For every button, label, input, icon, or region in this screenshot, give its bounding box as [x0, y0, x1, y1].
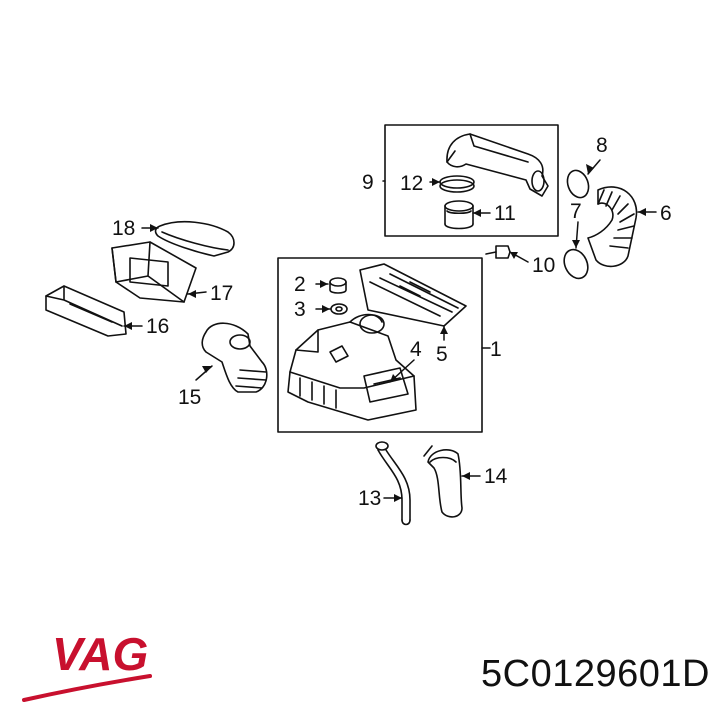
bracket-housing-part-17 [111, 241, 197, 303]
callout-11: 11 [494, 202, 516, 225]
callout-1: 1 [490, 338, 502, 361]
vag-logo: VAG [22, 628, 152, 702]
callout-6: 6 [660, 202, 672, 225]
hose-part-14 [423, 445, 463, 518]
callout-13: 13 [358, 487, 381, 510]
grommet-part-3 [330, 303, 348, 315]
lid-part-5 [359, 263, 467, 327]
clamp-part-12 [439, 175, 475, 193]
vag-logo-text: VAG [52, 628, 148, 680]
callout-17: 17 [210, 282, 233, 305]
callout-15: 15 [178, 386, 201, 409]
clamp-part-8 [566, 169, 590, 199]
cover-part-18 [154, 220, 235, 257]
callout-3: 3 [294, 298, 306, 321]
callout-8: 8 [596, 134, 608, 157]
callout-4: 4 [410, 338, 422, 361]
clamp-part-7 [563, 248, 589, 280]
drain-tube-part-13 [375, 441, 411, 526]
callout-7: 7 [570, 200, 582, 223]
callout-18: 18 [112, 217, 135, 240]
callout-10: 10 [532, 254, 555, 277]
elbow-hose-part-15 [201, 322, 268, 393]
callout-9: 9 [362, 171, 374, 194]
part-number: 5C0129601D [481, 653, 710, 695]
callout-2: 2 [294, 273, 306, 296]
corrugated-hose-part-6 [587, 186, 638, 268]
callout-16: 16 [146, 315, 169, 338]
group-box-air-filter [277, 257, 483, 433]
air-filter-housing-part-1 [287, 313, 417, 421]
screw-part-10 [485, 245, 511, 259]
coupling-part-11 [444, 200, 474, 230]
screw-part-2 [329, 277, 347, 294]
callout-14: 14 [484, 465, 508, 488]
duct-part-16 [45, 285, 127, 337]
callout-12: 12 [400, 172, 423, 195]
callout-5: 5 [436, 343, 448, 366]
intake-pipe-part-9 [446, 133, 549, 197]
